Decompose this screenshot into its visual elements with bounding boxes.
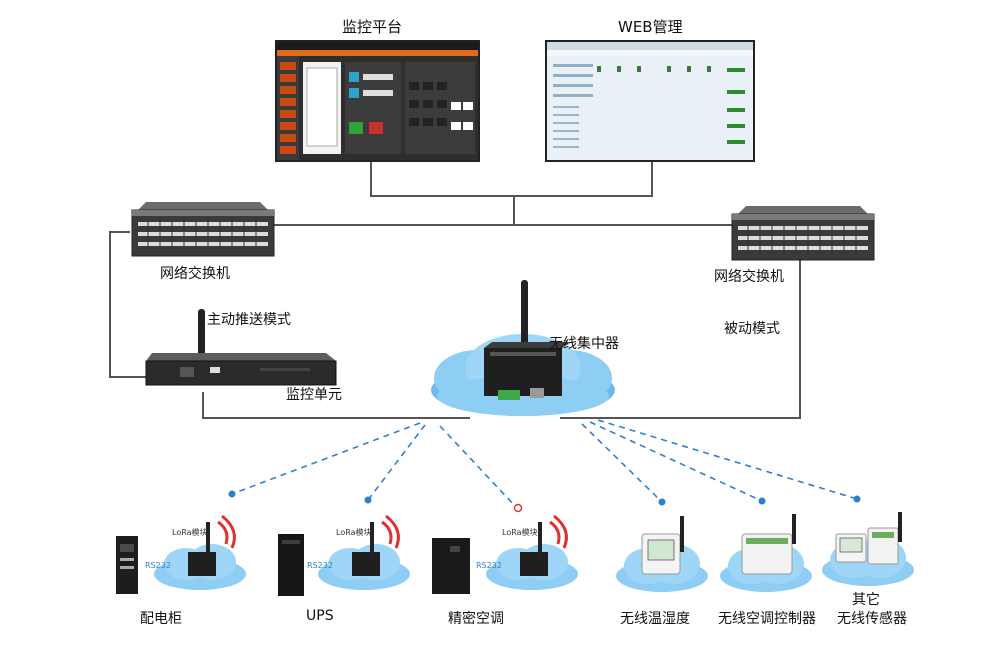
other-line2-label: 无线传感器 bbox=[837, 611, 907, 627]
link-ups bbox=[367, 424, 426, 501]
lora-module-1 bbox=[154, 514, 246, 590]
lora-module-3-label: LoRa模块 bbox=[502, 528, 538, 537]
lora-module-2 bbox=[318, 514, 410, 590]
lora-module-1-label: LoRa模块 bbox=[172, 528, 208, 537]
antenna-icon bbox=[538, 522, 542, 556]
link-temp-humidity bbox=[581, 423, 663, 503]
monitor-platform-ui-thumbnail bbox=[277, 42, 478, 160]
link-endpoint-dot bbox=[853, 495, 861, 503]
antenna-icon bbox=[680, 516, 684, 552]
network-switch-right bbox=[731, 206, 875, 261]
link-endpoint-dot bbox=[228, 490, 236, 498]
antenna-icon bbox=[898, 512, 902, 542]
rs232-2-label: RS232 bbox=[307, 561, 333, 570]
line-right-switch-to-concentrator bbox=[560, 258, 801, 419]
web-mgmt-label: WEB管理 bbox=[618, 18, 683, 36]
link-endpoint-dot bbox=[513, 503, 523, 513]
link-endpoint-dot bbox=[364, 496, 372, 504]
other-wireless-sensors-device bbox=[822, 512, 914, 586]
wireless-ac-controller-device bbox=[720, 514, 812, 592]
link-other bbox=[597, 419, 858, 500]
line-monitor-platform bbox=[370, 160, 514, 197]
link-dist-cabinet bbox=[231, 422, 421, 495]
switch-right-label: 网络交换机 bbox=[714, 269, 784, 285]
other-line1-label: 其它 bbox=[852, 592, 880, 608]
rs232-1-label: RS232 bbox=[145, 561, 171, 570]
switch-left-label: 网络交换机 bbox=[160, 266, 230, 282]
monitor-unit-label: 监控单元 bbox=[286, 387, 342, 403]
line-left-switch-to-unit bbox=[109, 231, 150, 378]
wireless-concentrator-label: 无线集中器 bbox=[549, 336, 619, 352]
precision-ac-label: 精密空调 bbox=[448, 611, 504, 627]
lora-module-2-label: LoRa模块 bbox=[336, 528, 372, 537]
wireless-temp-humidity-device bbox=[616, 516, 708, 592]
active-push-mode-label: 主动推送模式 bbox=[207, 312, 291, 328]
dist-cabinet-label: 配电柜 bbox=[140, 611, 182, 627]
link-endpoint-dot bbox=[758, 497, 766, 505]
signal-icon bbox=[217, 520, 229, 545]
wireless-temp-humidity-label: 无线温湿度 bbox=[620, 611, 690, 627]
wireless-ac-controller-label: 无线空调控制器 bbox=[718, 611, 816, 627]
wireless-links bbox=[231, 419, 858, 507]
line-unit-to-concentrator bbox=[202, 392, 470, 419]
antenna-icon bbox=[792, 514, 796, 544]
web-mgmt-ui-thumbnail bbox=[547, 42, 753, 148]
monitor-unit-device bbox=[145, 309, 337, 386]
web-mgmt-screenshot bbox=[545, 40, 755, 162]
antenna-icon bbox=[370, 522, 374, 556]
ups-device bbox=[278, 534, 304, 596]
line-web-mgmt bbox=[514, 160, 653, 197]
ups-label: UPS bbox=[306, 608, 334, 624]
lora-module-3 bbox=[486, 514, 578, 590]
dist-cabinet-device bbox=[116, 536, 138, 594]
signal-icon bbox=[381, 520, 393, 545]
rs232-3-label: RS232 bbox=[476, 561, 502, 570]
link-endpoint-dot bbox=[658, 498, 666, 506]
monitor-platform-label: 监控平台 bbox=[342, 18, 403, 36]
link-ac-controller bbox=[589, 421, 763, 502]
precision-ac-device bbox=[432, 538, 470, 594]
signal-icon bbox=[549, 520, 561, 545]
passive-mode-label: 被动模式 bbox=[724, 321, 780, 337]
antenna-icon bbox=[521, 280, 528, 350]
link-precision-ac bbox=[439, 425, 516, 507]
antenna-icon bbox=[206, 522, 210, 556]
network-switch-left bbox=[131, 202, 275, 257]
monitor-platform-screenshot bbox=[275, 40, 480, 162]
wireless-concentrator bbox=[431, 280, 615, 416]
